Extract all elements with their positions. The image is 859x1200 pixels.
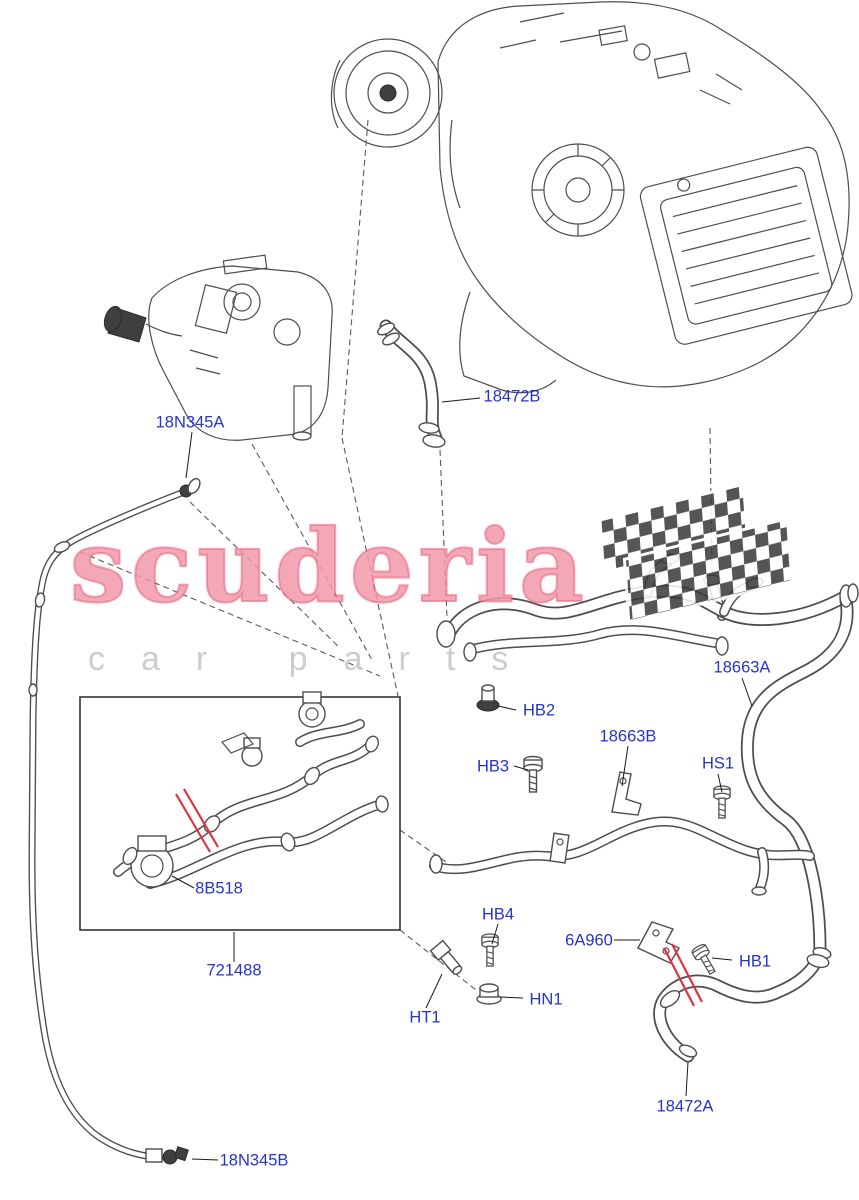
part-label-721488[interactable]: 721488	[206, 961, 262, 980]
leader-lines	[171, 397, 753, 1161]
part-label-hb1[interactable]: HB1	[738, 952, 772, 971]
bracket-6a960-drawing	[637, 921, 681, 964]
bolt-hb1-drawing	[690, 942, 720, 978]
part-label-hb2[interactable]: HB2	[522, 701, 556, 720]
part-label-18n345b[interactable]: 18N345B	[219, 1151, 289, 1170]
nut-hn1-drawing	[476, 983, 502, 1005]
hvac-unit-drawing	[330, 1, 853, 394]
watermark-brand: scuderia	[69, 507, 589, 625]
stud-hb2-drawing	[476, 684, 500, 712]
part-label-18n345a[interactable]: 18N345A	[155, 413, 225, 432]
bracket-18663b-drawing	[611, 771, 642, 816]
part-label-hs1[interactable]: HS1	[701, 754, 735, 773]
part-label-hb3[interactable]: HB3	[476, 757, 510, 776]
part-label-hn1[interactable]: HN1	[529, 990, 563, 1009]
sensor-ht1-drawing	[429, 939, 463, 975]
bolt-hb4-drawing	[481, 933, 499, 967]
red-highlight-lines	[175, 788, 703, 1007]
connector-18n345b-drawing	[145, 1146, 189, 1165]
part-label-18472b[interactable]: 18472B	[483, 387, 541, 406]
connector-18n345a-drawing	[179, 477, 201, 498]
part-label-18663a[interactable]: 18663A	[713, 658, 771, 677]
part-label-18472a[interactable]: 18472A	[656, 1097, 714, 1116]
checkered-flag-logo	[598, 482, 794, 624]
watermark-tagline: car parts	[88, 640, 545, 678]
pump-8b518-drawing	[122, 835, 174, 888]
part-label-ht1[interactable]: HT1	[409, 1008, 441, 1027]
bracket-mid-drawing	[549, 832, 570, 864]
part-label-6a960[interactable]: 6A960	[565, 931, 613, 950]
engine-unit-drawing	[103, 254, 333, 441]
bolt-hb3-drawing	[523, 755, 543, 793]
part-label-8b518[interactable]: 8B518	[195, 879, 243, 898]
construction-lines	[79, 119, 713, 991]
part-label-18663b[interactable]: 18663B	[599, 727, 657, 746]
valve-assembly-drawing	[221, 691, 326, 767]
callout-box	[79, 696, 401, 931]
part-label-hb4[interactable]: HB4	[481, 905, 515, 924]
